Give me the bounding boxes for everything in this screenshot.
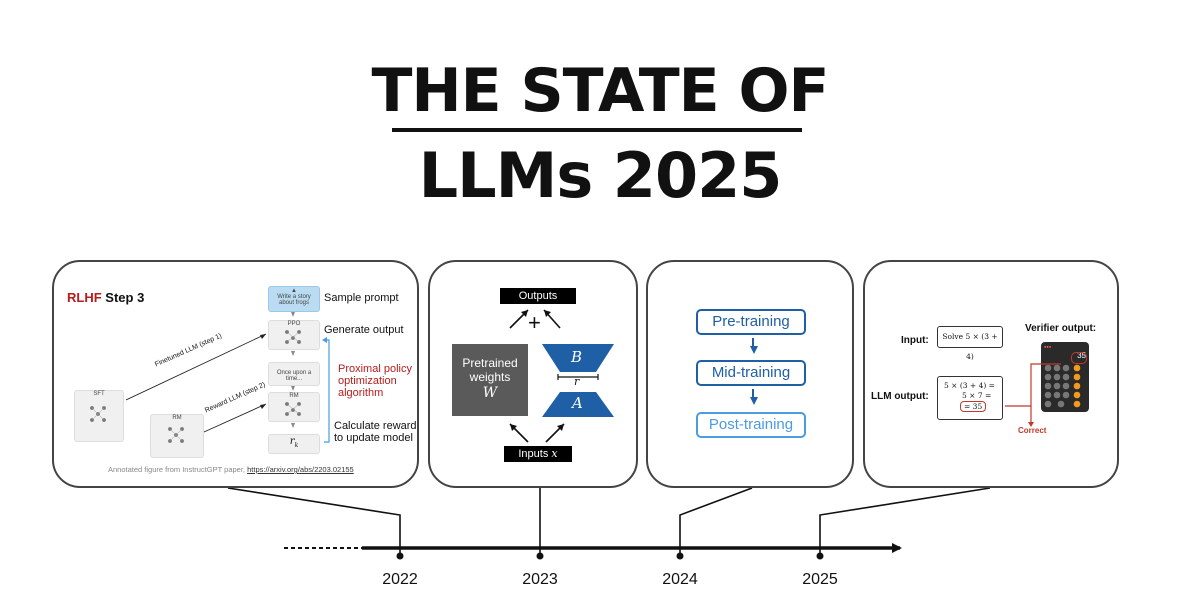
year-2025: 2025 <box>802 571 838 588</box>
generate-output-label: Generate output <box>324 324 404 336</box>
output-box: Once upon a time... <box>268 362 320 386</box>
prompt-box: ▲ Write a story about frogs <box>268 286 320 312</box>
figure-caption: Annotated figure from InstructGPT paper,… <box>108 465 354 474</box>
lora-diagram <box>509 309 614 443</box>
lora-a-shape <box>542 392 614 417</box>
finetuned-arrow <box>125 333 267 401</box>
stage-post-training: Post-training <box>696 412 806 438</box>
flow-arrows <box>291 312 295 428</box>
llm-output-label: LLM output: <box>871 391 929 402</box>
timeline-dot-2024 <box>676 552 684 560</box>
rlhf-heading: RLHF Step 3 <box>67 290 144 305</box>
reward-arrow <box>203 403 267 433</box>
rank-label: r <box>574 375 580 388</box>
calculator-keys <box>1005 363 1081 427</box>
sample-prompt-label: Sample prompt <box>324 292 399 304</box>
output-box-text: Once upon a time... <box>276 370 312 382</box>
year-2022: 2022 <box>382 571 418 588</box>
timeline-dot-2025 <box>816 552 824 560</box>
ppo-model-box: PPO <box>268 320 320 350</box>
rm-model-label: RM <box>289 393 299 399</box>
prompt-box-line1: Write a story <box>277 294 311 300</box>
calc-display: 35 <box>1077 351 1086 360</box>
rlhf-heading-accent: RLHF <box>67 290 102 305</box>
llm-result-highlight: = 35 <box>960 401 987 412</box>
ppo-model-label: PPO <box>287 321 301 327</box>
inputs-box: Inputs x <box>504 446 572 462</box>
prompt-box-icon: ▲ <box>291 288 297 294</box>
sft-model-label: SFT <box>93 391 105 397</box>
stage-arrow-shaft-2 <box>752 389 754 397</box>
panel-verifier: Input: Solve 5 × (3 + 4) Verifier output… <box>863 260 1119 488</box>
stage-arrow-shaft-1 <box>752 338 754 346</box>
timeline-dot-2023 <box>536 552 544 560</box>
prompt-box-line2: about frogs <box>278 300 310 306</box>
title-line2: LLMs 2025 <box>418 139 783 212</box>
verification-connector <box>1005 363 1061 407</box>
timeline-dot-2022 <box>396 552 404 560</box>
stage-arrow-2 <box>750 397 758 405</box>
reward-box: rk <box>268 434 320 454</box>
rm-model-box: RM <box>268 392 320 422</box>
lora-b-shape <box>542 344 614 372</box>
correct-label: Correct <box>1018 426 1047 435</box>
caption-link[interactable]: https://arxiv.org/abs/2203.02155 <box>247 465 354 474</box>
panel-lora: Outputs + Pretrained weights W B A r Inp… <box>428 260 638 488</box>
pretrained-weights-box: Pretrained weights W <box>452 344 528 416</box>
stage-arrow-1 <box>750 346 758 354</box>
rlhf-heading-rest: Step 3 <box>101 290 145 305</box>
stage-pre-training: Pre-training <box>696 309 806 335</box>
plus-sign: + <box>528 310 541 335</box>
lora-b-label: B <box>571 348 583 366</box>
rm2-model-label: RM <box>172 415 182 421</box>
year-2023: 2023 <box>522 571 558 588</box>
title-divider <box>392 128 802 132</box>
calc-highlight <box>1071 352 1087 364</box>
panel-rlhf: RLHF Step 3 ▲ Write a story about frogs … <box>52 260 419 488</box>
verifier-label: Verifier output: <box>1025 323 1097 334</box>
input-value: Solve 5 × (3 + 4) <box>937 326 1003 361</box>
stage-mid-training: Mid-training <box>696 360 806 386</box>
connector-2025 <box>819 487 991 556</box>
lora-a-label: A <box>572 394 583 412</box>
panel-training-stages: Pre-training Mid-training Post-training <box>646 260 854 488</box>
year-2024: 2024 <box>662 571 698 588</box>
calc-window-dots: ●●● <box>1044 344 1052 349</box>
title-line1: THE STATE OF <box>371 56 829 126</box>
input-label: Input: <box>901 335 929 346</box>
reward-symbol: rk <box>289 436 299 449</box>
connector-2022 <box>227 487 401 556</box>
outputs-box: Outputs <box>500 288 576 304</box>
rlhf-diagram-lines <box>90 312 330 443</box>
sft-model-box: SFT <box>74 390 124 442</box>
llm-output-box: 5 × (3 + 4) = 5 × 7 = = 35 <box>937 376 1003 420</box>
connector-2024 <box>679 487 753 556</box>
feedback-bracket <box>324 339 330 443</box>
